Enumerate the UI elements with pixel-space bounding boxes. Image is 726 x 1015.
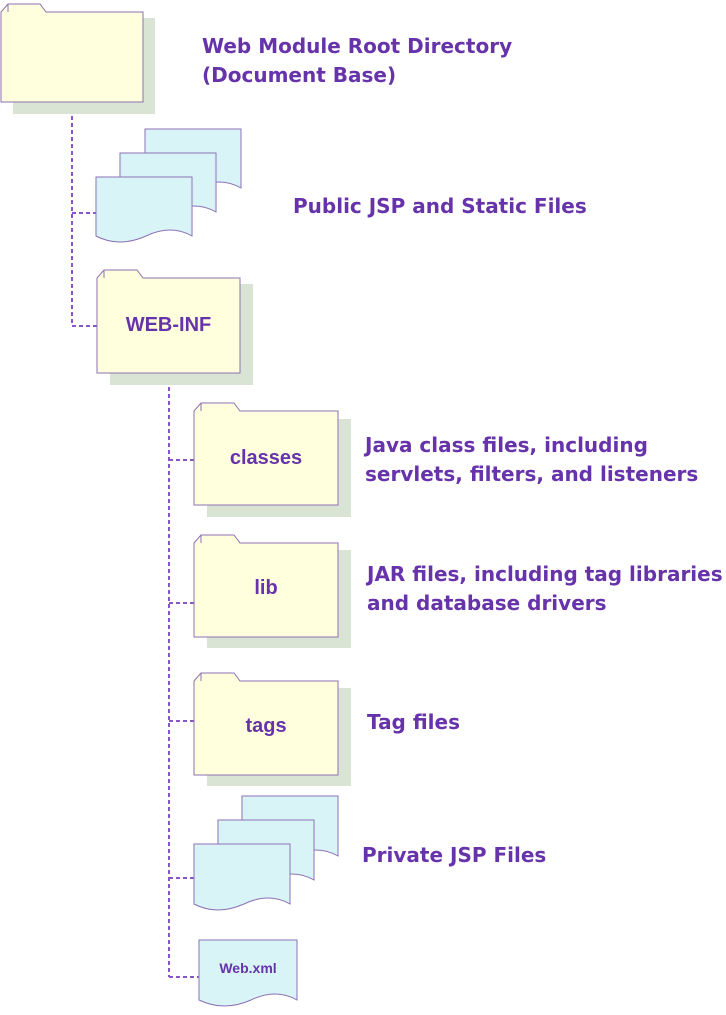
root-description-line-1: Web Module Root Directory bbox=[202, 34, 513, 58]
lib-folder-icon bbox=[193, 534, 351, 648]
public-files-stack-icon bbox=[95, 128, 242, 243]
tags-folder-name: tags bbox=[245, 715, 287, 737]
classes-description-line-2: servlets, filters, and listeners bbox=[365, 462, 699, 486]
private-files-stack-icon bbox=[193, 795, 339, 911]
lib-description-line-2: and database drivers bbox=[367, 591, 607, 615]
web-inf-folder-name: WEB-INF bbox=[125, 314, 212, 336]
lib-description-line-1: JAR files, including tag libraries bbox=[367, 562, 723, 586]
public-files-description: Public JSP and Static Files bbox=[293, 194, 587, 218]
root-description-line-2: (Document Base) bbox=[202, 63, 397, 87]
lib-folder-name: lib bbox=[254, 577, 278, 599]
tags-folder-icon bbox=[193, 672, 351, 786]
classes-folder-icon bbox=[193, 402, 351, 517]
web-xml-file-icon bbox=[198, 939, 298, 1007]
root-folder-icon bbox=[0, 3, 155, 114]
classes-description-line-1: Java class files, including bbox=[365, 433, 648, 457]
tags-description: Tag files bbox=[367, 710, 460, 734]
classes-folder-name: classes bbox=[229, 447, 303, 469]
private-files-description: Private JSP Files bbox=[362, 843, 547, 867]
web-inf-folder-icon bbox=[96, 269, 253, 385]
web-xml-file-name: Web.xml bbox=[219, 960, 277, 976]
connector-lines bbox=[71, 102, 199, 978]
